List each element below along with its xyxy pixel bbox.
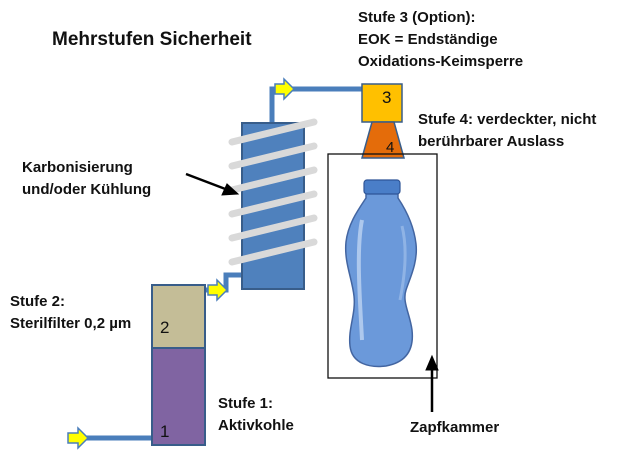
chamber-label: Zapfkammer: [410, 419, 500, 436]
inlet-arrow: [67, 426, 90, 450]
stage1-label-line2: Aktivkohle: [218, 417, 294, 434]
stage2-label-line2: Sterilfilter 0,2 µm: [10, 315, 132, 332]
stage3-label-line1: Stufe 3 (Option):: [358, 9, 476, 26]
pipe-cooler-to-eok: [269, 86, 365, 126]
stage4-outlet-nozzle: [361, 121, 405, 159]
diagram-title: Mehrstufen Sicherheit: [52, 29, 252, 50]
carbonisation-label-line2: und/oder Kühlung: [22, 181, 152, 198]
bottle-cap: [363, 179, 401, 195]
stage2-sterile-filter: [151, 284, 206, 349]
dispensing-chamber: [327, 153, 438, 379]
cooler-inlet-arrow: [207, 278, 229, 302]
stage3-number: 3: [382, 88, 392, 107]
carbonisation-pointer-head: [221, 183, 240, 196]
pipes: [67, 86, 365, 441]
bottle-highlight-2: [398, 225, 407, 301]
stage4-label-line1: Stufe 4: verdeckter, nicht: [418, 111, 597, 128]
stage4-label-line2: berührbarer Auslass: [418, 133, 565, 150]
chamber-pointer-head: [425, 354, 439, 371]
water-bottle: [344, 179, 418, 368]
stage1-label-line1: Stufe 1:: [218, 395, 274, 412]
stage3-label-line3: Oxidations-Keimsperre: [358, 53, 524, 70]
flow-arrows: [67, 77, 296, 450]
stage4-number: 4: [386, 139, 395, 156]
stage2-label-line1: Stufe 2:: [10, 293, 66, 310]
stage3-eok-box: [361, 83, 403, 123]
carbonisation-pointer-line: [185, 172, 229, 192]
carbonisation-label-line1: Karbonisierung: [22, 159, 133, 176]
stage2-number: 2: [160, 318, 170, 337]
stage1-number: 1: [160, 422, 170, 441]
stage3-label-line2: EOK = Endständige: [358, 31, 498, 48]
pointer-arrows: [185, 172, 439, 412]
cooling-coil: [228, 118, 318, 266]
bottle-highlight: [356, 219, 364, 341]
eok-inlet-arrow: [274, 77, 296, 101]
bottle-body: [344, 185, 418, 368]
